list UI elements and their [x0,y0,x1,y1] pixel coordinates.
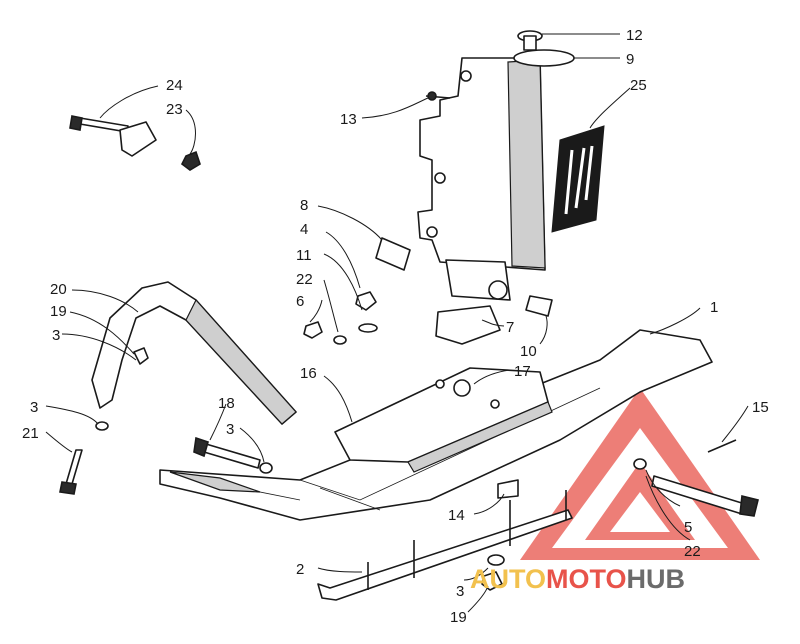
callout-5: 5 [684,519,692,536]
callout-1: 1 [710,299,718,316]
callout-16: 16 [300,365,317,382]
callout-15: 15 [752,399,769,416]
callout-21: 21 [22,425,39,442]
callout-19-a: 19 [50,303,67,320]
leader-lines [45,33,749,613]
aws-decal [551,125,605,233]
watermark-text: AUTOMOTOHUB [470,564,685,594]
bolt-18 [193,436,261,469]
ski-saddle [334,367,553,473]
callout-8: 8 [300,197,308,214]
callout-11: 11 [296,247,312,264]
watermark-hub: HUB [627,564,686,594]
bolt-long [651,475,759,517]
callout-20: 20 [50,281,67,298]
callout-9: 9 [626,51,634,68]
callout-10: 10 [520,343,537,360]
callout-labels: 1 2 3 3 3 3 4 5 6 7 8 9 10 11 12 13 14 1… [22,27,769,626]
callout-12: 12 [626,27,643,44]
callout-3-d: 3 [456,583,464,600]
watermark-logo-triangle [520,388,760,560]
ski [159,329,713,521]
callout-13: 13 [340,111,357,128]
watermark-auto: AUTO [470,564,546,594]
small-parts [95,91,737,591]
bolt-24 [69,115,201,171]
callout-4: 4 [300,221,308,238]
callout-17: 17 [514,363,531,380]
callout-23: 23 [166,101,183,118]
callout-18: 18 [218,395,235,412]
callout-22-a: 22 [296,271,313,288]
steering-column [417,30,575,301]
svg-text:AUTOMOTOHUB: AUTOMOTOHUB [470,564,685,594]
callout-24: 24 [166,77,183,94]
callout-19-b: 19 [450,609,467,626]
callout-3-b: 3 [30,399,38,416]
wear-bar [317,490,573,601]
bolt-21 [59,449,83,495]
callout-22-b: 22 [684,543,701,560]
watermark-moto: MOTO [546,564,627,594]
callout-6: 6 [296,293,304,310]
ski-loop [91,281,297,425]
callout-3-a: 3 [52,327,60,344]
callout-2: 2 [296,561,304,578]
callout-3-c: 3 [226,421,234,438]
callout-25: 25 [630,77,647,94]
callout-14: 14 [448,507,465,524]
callout-7: 7 [506,319,514,336]
